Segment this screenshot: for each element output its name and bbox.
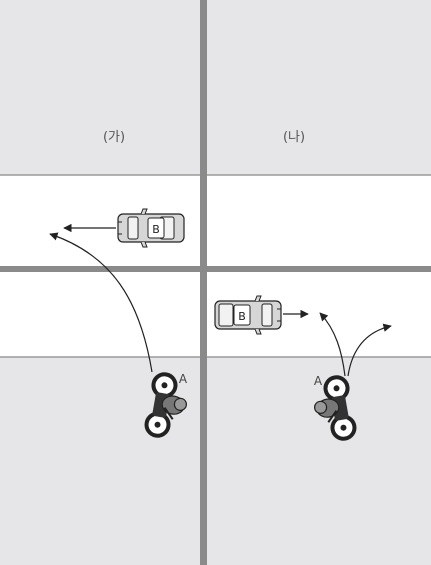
motorcycle-a-right-label: A (314, 374, 323, 388)
car-b-left-label: B (152, 223, 160, 236)
motorcycle-a-left (144, 372, 188, 438)
car-b-left: B (117, 208, 185, 248)
car-b-right-label: B (238, 310, 246, 323)
motorcycle-a-right-path-arrow-right (347, 323, 392, 377)
panel-divider (200, 0, 207, 565)
panel-label-right: (나) (283, 130, 305, 145)
motorcycle-a-left-path-arrow (49, 232, 153, 373)
motorcycle-a-right-path-arrow-left (319, 312, 346, 377)
lane-divider (0, 266, 431, 272)
car-b-right: B (214, 295, 282, 335)
motorcycle-a-left-label: A (179, 372, 188, 386)
panel-label-left: (가) (103, 130, 125, 145)
motorcycle-a-right (313, 375, 357, 441)
